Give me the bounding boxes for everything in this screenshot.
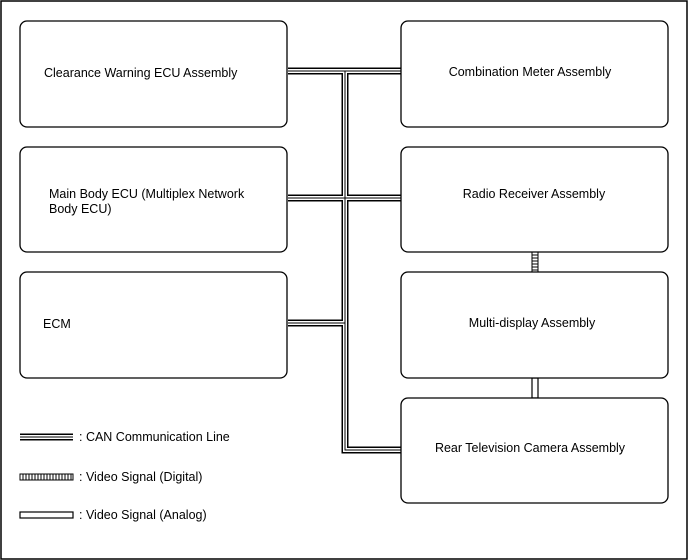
combination-meter-box [400,20,669,128]
main-body-ecu-box [19,146,288,253]
combination-meter-label: Combination Meter Assembly [449,65,612,79]
multi-display-box [400,271,669,379]
can-bus-lines [288,67,402,454]
legend-can-label: : CAN Communication Line [79,430,230,444]
legend: : CAN Communication Line : Video Signal … [19,430,230,522]
clearance-warning-ecu-box [19,20,288,128]
legend-digital-label: : Video Signal (Digital) [79,470,202,484]
rear-camera-label: Rear Television Camera Assembly [435,441,626,455]
analog-video-link [531,377,539,399]
rear-camera-box [400,397,669,504]
main-body-ecu-label-line2: Body ECU) [49,202,112,216]
digital-video-link [531,251,539,273]
clearance-warning-ecu-label: Clearance Warning ECU Assembly [44,66,238,80]
left-boxes [19,20,288,379]
multi-display-label: Multi-display Assembly [469,316,596,330]
right-boxes [400,20,669,504]
legend-analog-label: : Video Signal (Analog) [79,508,207,522]
legend-analog-symbol [19,511,74,519]
main-body-ecu-label-line1: Main Body ECU (Multiplex Network [49,187,245,201]
legend-digital-symbol [19,473,74,481]
radio-receiver-box [400,146,669,253]
ecm-box [19,271,288,379]
ecm-label: ECM [43,317,71,331]
radio-receiver-label: Radio Receiver Assembly [463,187,606,201]
